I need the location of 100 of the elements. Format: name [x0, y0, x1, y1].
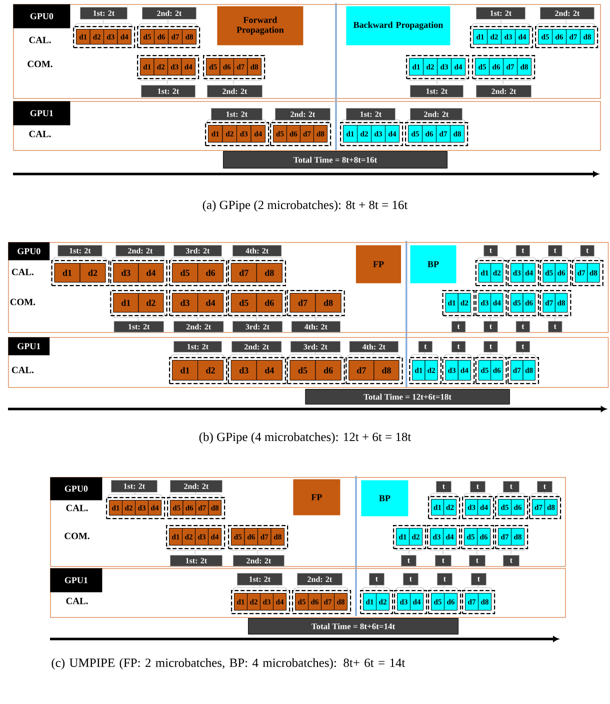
microbatch-block: d4 — [198, 293, 224, 312]
dashed-group-box — [475, 290, 507, 316]
microbatch-block: d2 — [138, 293, 164, 312]
microbatch-block: d3 — [172, 293, 198, 312]
duration-tag: 2nd: 2t — [233, 555, 284, 566]
duration-tag: t — [484, 321, 498, 332]
dashed-group-box — [462, 496, 494, 520]
microbatch-block: d8 — [315, 293, 342, 312]
dashed-group-box — [535, 26, 598, 48]
duration-tag: t — [451, 321, 466, 332]
duration-tag: t — [548, 321, 562, 332]
dashed-group-box — [508, 357, 540, 384]
microbatch-block: d7 — [230, 263, 257, 282]
gpu-lane-panel — [50, 477, 566, 567]
row-label: CAL. — [29, 36, 51, 44]
duration-tag: t — [437, 573, 452, 586]
microbatch-block: d6 — [198, 263, 224, 282]
dashed-group-box — [228, 260, 286, 286]
duration-tag: t — [403, 573, 418, 586]
microbatch-block: d5 — [172, 263, 198, 282]
row-label: CAL. — [12, 366, 34, 374]
gpu-lane-panel — [8, 242, 609, 333]
phase-box: FP — [356, 245, 402, 284]
dashed-group-box — [228, 357, 286, 384]
gpu-tag: GPU0 — [13, 4, 70, 28]
dashed-group-box — [270, 122, 332, 146]
dashed-group-box — [228, 525, 288, 550]
dashed-group-box — [110, 260, 168, 286]
duration-tag: 2nd: 2t — [540, 7, 594, 20]
duration-tag: 2nd: 2t — [232, 341, 282, 352]
dashed-group-box — [340, 122, 404, 146]
duration-tag: t — [516, 245, 530, 256]
microbatch-block: d3 — [113, 263, 139, 282]
dashed-group-box — [393, 525, 426, 550]
duration-tag: 2nd: 2t — [170, 480, 222, 492]
duration-tag: 4th: 2t — [291, 321, 341, 332]
dashed-group-box — [360, 590, 394, 614]
duration-tag: 3rd: 2t — [174, 245, 222, 256]
duration-tag: t — [470, 481, 486, 492]
duration-tag: 1st: 2t — [170, 555, 222, 566]
gpu-lane-panel — [13, 101, 601, 151]
microbatch-block: d6 — [256, 293, 282, 312]
dashed-group-box — [529, 496, 562, 520]
dashed-group-box — [495, 496, 528, 520]
duration-tag: t — [503, 481, 520, 492]
duration-tag: 3rd: 2t — [290, 341, 341, 352]
dashed-group-box — [508, 290, 540, 316]
duration-tag: 2nd: 2t — [174, 321, 224, 332]
microbatch-block: d1 — [54, 263, 80, 282]
phase-box: Backward Propagation — [346, 6, 450, 46]
microbatch-block: d2 — [198, 360, 224, 380]
dashed-group-box — [428, 590, 462, 614]
dashed-group-box — [292, 590, 352, 614]
dashed-group-box — [394, 590, 428, 614]
duration-tag: t — [516, 321, 530, 332]
total-time-bar: Total Time = 12t+6t=18t — [305, 389, 510, 404]
dashed-group-box — [228, 290, 286, 316]
gpu-tag: GPU0 — [50, 477, 102, 500]
duration-tag: 4th: 2t — [349, 341, 398, 352]
duration-tag: 2nd: 2t — [275, 108, 330, 120]
dashed-group-box — [137, 55, 200, 80]
phase-box: Forward Propagation — [217, 6, 304, 46]
phase-box: FP — [293, 479, 340, 516]
dashed-group-box — [427, 525, 460, 550]
duration-tag: t — [503, 555, 520, 566]
duration-tag: t — [469, 555, 486, 566]
dashed-group-box — [540, 290, 572, 316]
microbatch-block: d5 — [230, 293, 257, 312]
duration-tag: 2nd: 2t — [142, 7, 196, 20]
duration-tag: 4th: 2t — [232, 245, 282, 256]
duration-tag: t — [484, 245, 498, 256]
dashed-group-box — [110, 290, 168, 316]
microbatch-block: d1 — [172, 360, 198, 380]
total-time-bar: Total Time = 8t+6t=14t — [248, 618, 458, 634]
duration-tag: 1st: 2t — [174, 341, 222, 352]
duration-tag: 2nd: 2t — [207, 85, 262, 98]
dashed-group-box — [406, 55, 470, 80]
dashed-group-box — [442, 290, 475, 316]
dashed-group-box — [169, 357, 228, 384]
duration-tag: 1st: 2t — [80, 7, 128, 20]
phase-box: BP — [410, 245, 456, 284]
microbatch-block: d5 — [290, 360, 316, 380]
duration-tag: 2nd: 2t — [476, 85, 532, 98]
caption: (a) GPipe (2 microbatches): 8t + 8t = 16t — [202, 200, 408, 212]
dashed-group-box — [286, 357, 345, 384]
dashed-group-box — [495, 525, 528, 550]
duration-tag: t — [537, 481, 552, 492]
duration-tag: 1st: 2t — [58, 245, 102, 256]
duration-tag: 1st: 2t — [476, 7, 526, 20]
row-label: CAL. — [12, 268, 34, 276]
dashed-group-box — [462, 590, 496, 614]
duration-tag: t — [580, 245, 594, 256]
dashed-group-box — [167, 497, 226, 520]
gpu-lane-panel — [8, 337, 609, 388]
dashed-group-box — [470, 26, 534, 48]
dashed-group-box — [475, 260, 507, 286]
caption: (b) GPipe (4 microbatches): 12t + 6t = 18t — [199, 432, 412, 444]
gpu-tag: GPU1 — [13, 101, 70, 126]
dashed-group-box — [169, 260, 228, 286]
microbatch-block: d1 — [113, 293, 139, 312]
